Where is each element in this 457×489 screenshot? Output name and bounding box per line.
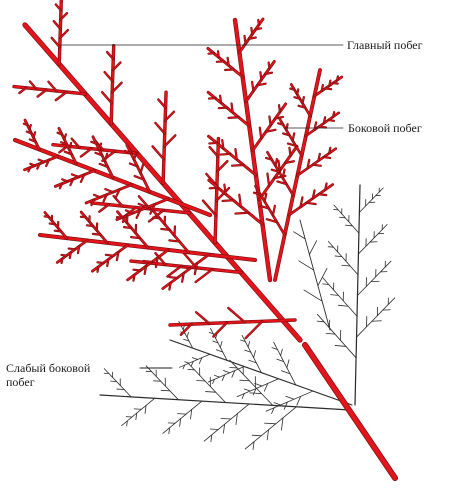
weak-shoot-inner-leaf xyxy=(318,268,327,285)
weak-shoot-middle-leaf-leaf xyxy=(287,360,289,368)
main-stem-base xyxy=(305,345,395,478)
weak-shoot-lower-leaf-leaf xyxy=(264,423,275,424)
weak-shoot-middle-leaf-leaf xyxy=(244,389,250,391)
weak-shoot-middle-leaf-leaf xyxy=(187,332,188,337)
side-shoot-left-lower-leaf-leaf xyxy=(87,225,93,226)
weak-shoot-upper-leaf xyxy=(357,261,390,295)
side-shoot-upper-leaf-leaf xyxy=(223,200,234,201)
weak-shoot-middle-leaf-leaf xyxy=(223,370,229,372)
weak-shoot-lower-leaf-leaf xyxy=(240,380,250,381)
side-shoot-upper-leaf-leaf xyxy=(219,108,227,109)
main-shoot-leaf-leaf xyxy=(56,92,67,100)
weak-shoot-upper-leaf-leaf xyxy=(339,217,345,218)
weak-shoot-lower-leaf-leaf xyxy=(197,380,205,381)
side-shoot-small-leaf xyxy=(228,308,244,322)
weak-shoot-upper-leaf xyxy=(328,241,358,274)
label-side-shoot: Боковой побег xyxy=(348,121,422,135)
weak-shoot-lower-leaf xyxy=(122,398,155,425)
side-shoot-small-leaf xyxy=(246,321,263,338)
side-shoot-upper-leaf-leaf xyxy=(258,20,259,25)
weak-shoot-middle-leaf-leaf xyxy=(274,403,281,405)
weak-shoot-middle-leaf xyxy=(179,354,209,367)
weak-shoot-upper-leaf-leaf xyxy=(335,256,342,257)
side-shoot-left-lower-leaf-leaf xyxy=(97,262,103,263)
label-weak-line1: Слабый боковой xyxy=(6,361,90,375)
label-weak-line2: побег xyxy=(6,375,35,389)
weak-shoot-middle-leaf-leaf xyxy=(281,349,283,355)
weak-shoot-lower-leaf-leaf xyxy=(236,414,237,425)
weak-shoot-middle-leaf-leaf xyxy=(183,326,184,330)
weak-shoot-upper-leaf xyxy=(357,298,395,337)
weak-shoot-lower-leaf xyxy=(188,363,226,403)
side-shoot-left-lower-leaf-leaf xyxy=(50,224,55,225)
weak-shoot-middle-leaf-leaf xyxy=(220,341,222,347)
weak-shoot-inner-leaf xyxy=(309,241,316,255)
weak-shoot-middle-leaf-leaf xyxy=(254,351,256,358)
side-shoot-left-lower-leaf-leaf xyxy=(117,217,123,218)
weak-shoot-lower-leaf xyxy=(163,401,202,433)
side-shoot-small-leaf xyxy=(196,312,209,323)
side-shoot-small xyxy=(170,320,295,325)
side-shoot-left-lower-leaf-leaf xyxy=(81,217,86,218)
weak-shoot-middle-leaf-leaf xyxy=(185,362,189,364)
weak-shoot-middle-leaf-leaf xyxy=(248,341,250,347)
weak-shoot-upper-leaf xyxy=(317,314,356,357)
weak-shoot-upper-leaf xyxy=(358,225,387,254)
weak-shoot-lower-leaf-leaf xyxy=(281,418,283,430)
label-main-shoot: Главный побег xyxy=(347,38,423,52)
weak-shoot-upper-leaf-leaf xyxy=(345,225,352,226)
side-shoot-left-lower-leaf-leaf xyxy=(62,255,67,256)
weak-shoot-upper-leaf-leaf xyxy=(342,265,350,266)
main-shoot-leaf-leaf xyxy=(153,146,164,159)
side-shoot-upper-leaf-leaf xyxy=(210,188,218,189)
side-shoot-upper-leaf-leaf xyxy=(221,154,230,155)
weak-shoot-middle-leaf xyxy=(208,367,244,382)
weak-shoot-lower-leaf xyxy=(230,360,273,405)
main-and-side-shoots xyxy=(14,0,395,478)
side-shoot-right-leaf-leaf xyxy=(333,83,338,84)
weak-shoot-lower-leaf-leaf xyxy=(267,430,268,440)
weak-shoot-lower-leaf-leaf xyxy=(178,414,187,415)
weak-shoot-middle-leaf-leaf xyxy=(286,396,294,399)
main-shoot-leaf-leaf xyxy=(81,149,91,157)
weak-shoot-lower-leaf-leaf xyxy=(221,418,231,419)
weak-shoot-upper-leaf-leaf xyxy=(338,305,348,306)
weak-shoot-inner xyxy=(300,220,330,330)
label-weak-side-shoot: Слабый боковой побег xyxy=(6,361,136,389)
weak-shoot-lower-leaf xyxy=(146,366,178,400)
side-shoot-upper-leaf-leaf xyxy=(225,69,233,70)
weak-shoot-middle-leaf xyxy=(237,379,278,397)
weak-shoot-upper-leaf-leaf xyxy=(335,345,346,346)
weak-shoot-lower-leaf-leaf xyxy=(252,435,261,436)
weak-shoot-lower-leaf xyxy=(245,407,296,449)
weak-shoot-lower-leaf-leaf xyxy=(161,390,170,391)
weak-shoot-lower-leaf-leaf xyxy=(190,410,191,419)
main-shoot-leaf-leaf xyxy=(196,269,213,282)
weak-shoot-lower-leaf-leaf xyxy=(250,393,262,394)
weak-shoot-lower-leaf-leaf xyxy=(205,392,215,393)
weak-shoot-lower-leaf xyxy=(204,404,249,441)
weak-shoot-upper-leaf xyxy=(323,278,357,316)
side-shoot-upper-leaf-leaf xyxy=(229,117,239,118)
weak-shoot-middle-leaf xyxy=(266,391,313,411)
weak-shoot-middle-leaf-leaf xyxy=(215,375,220,377)
weak-shoot-upper-leaf xyxy=(359,188,383,213)
weak-shoot-upper-leaf xyxy=(334,205,359,233)
weak-shoot-upper-leaf-leaf xyxy=(326,333,335,334)
weak-shoot-middle-leaf-leaf xyxy=(192,358,197,360)
weak-shoot-upper-leaf-leaf xyxy=(317,321,324,322)
weak-shoot-upper-leaf-leaf xyxy=(331,295,339,296)
